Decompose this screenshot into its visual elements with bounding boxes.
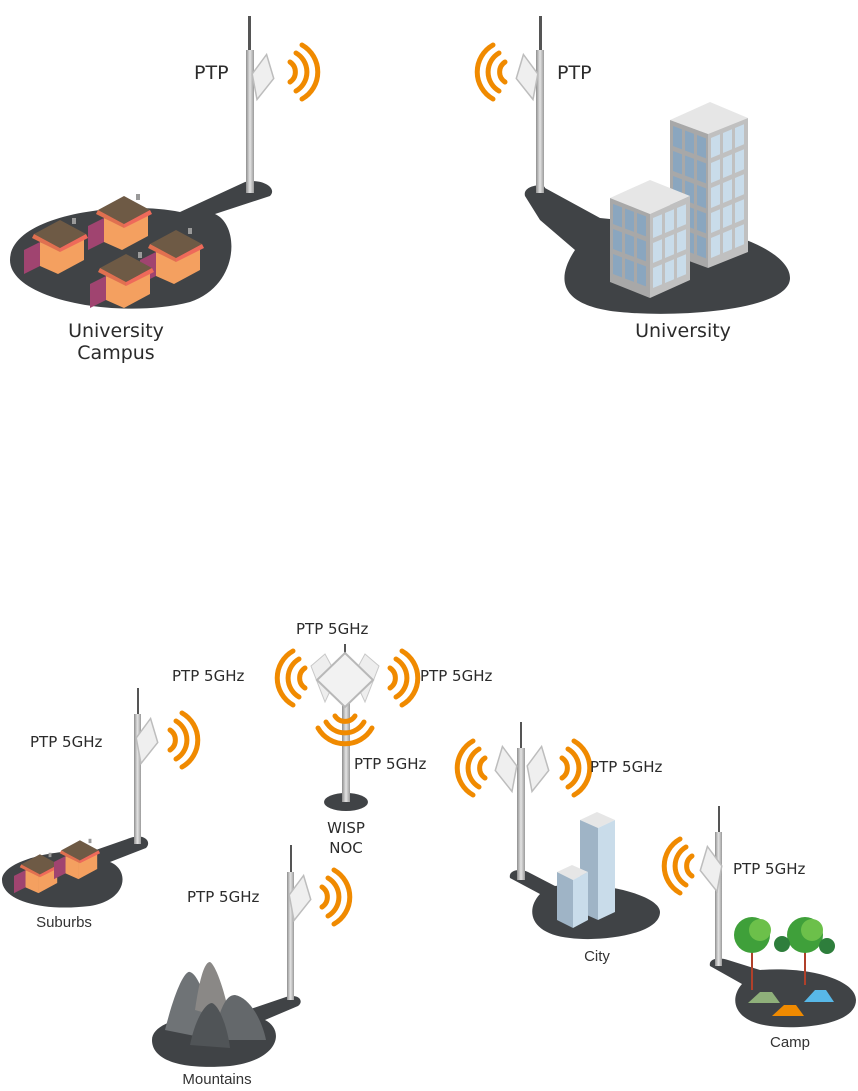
mountains-site [152, 845, 350, 1067]
signal-waves-icon [322, 870, 350, 924]
signal-waves-icon [457, 741, 485, 795]
site-label-campus: University Campus [68, 320, 164, 364]
window [625, 234, 634, 257]
window [677, 229, 686, 253]
window [637, 213, 646, 236]
hub-label: WISP NOC [327, 818, 365, 858]
window [711, 159, 720, 183]
link-label-hub-left: PTP 5GHz [172, 667, 244, 685]
window [735, 199, 744, 223]
window [723, 179, 732, 203]
hub-label-line2: NOC [327, 838, 365, 858]
antenna-pole [536, 50, 544, 193]
window [625, 259, 634, 282]
window [697, 160, 706, 183]
window [723, 204, 732, 228]
window [697, 185, 706, 208]
site-label-city: City [584, 948, 610, 965]
link-label-hub-bottom: PTP 5GHz [354, 755, 426, 773]
window [685, 156, 694, 179]
window [665, 259, 674, 283]
window [735, 174, 744, 198]
window [653, 239, 662, 263]
site-label-line1: University [68, 320, 164, 342]
link-label-hub-right: PTP 5GHz [420, 667, 492, 685]
site-label-line2: Campus [68, 342, 164, 364]
window [735, 149, 744, 173]
signal-waves-icon [290, 45, 318, 99]
window [673, 126, 682, 149]
window [711, 209, 720, 233]
window [711, 134, 720, 158]
antenna-panel-icon [522, 744, 553, 794]
link-label-hub-top: PTP 5GHz [296, 620, 368, 638]
suburbs-site [2, 688, 198, 908]
window [677, 254, 686, 278]
site-label-suburbs: Suburbs [36, 914, 92, 931]
window [697, 210, 706, 233]
window [711, 184, 720, 208]
window [735, 124, 744, 148]
university-site [477, 16, 790, 314]
sector-antenna-icon [311, 653, 379, 707]
antenna-pole [517, 748, 525, 880]
wisp-noc-hub [277, 644, 418, 811]
link-label-camp: PTP 5GHz [733, 860, 805, 878]
window [685, 131, 694, 154]
link-label-city: PTP 5GHz [590, 758, 662, 776]
window [637, 238, 646, 261]
window [673, 151, 682, 174]
antenna-pole [715, 832, 722, 966]
window [665, 209, 674, 233]
antenna-pole [342, 700, 350, 802]
antenna-panel-icon [696, 844, 727, 894]
window [665, 234, 674, 258]
camp-site [664, 806, 856, 1027]
window [613, 204, 622, 227]
window [711, 234, 720, 258]
window [697, 135, 706, 158]
link-label-mountains: PTP 5GHz [187, 888, 259, 906]
hub-label-line1: WISP [327, 818, 365, 838]
window [653, 264, 662, 288]
window [653, 214, 662, 238]
window [613, 254, 622, 277]
window [723, 229, 732, 253]
campus-site [10, 16, 318, 309]
window [735, 224, 744, 248]
signal-waves-icon [477, 45, 505, 99]
window [625, 209, 634, 232]
link-label-university: PTP [557, 62, 592, 84]
signal-waves-icon [664, 839, 692, 893]
window [723, 129, 732, 153]
site-label-mountains: Mountains [182, 1071, 251, 1088]
ground-shadow [710, 958, 856, 1027]
signal-waves-icon [277, 651, 305, 705]
site-label-camp: Camp [770, 1034, 810, 1051]
link-label-suburbs: PTP 5GHz [30, 733, 102, 751]
window [613, 229, 622, 252]
office-buildings-icon [557, 812, 615, 928]
signal-waves-icon [562, 741, 590, 795]
window [677, 204, 686, 228]
signal-waves-icon [170, 713, 198, 767]
window [723, 154, 732, 178]
city-site [457, 722, 660, 939]
link-label-campus: PTP [194, 62, 229, 84]
site-label-university: University [635, 320, 731, 342]
antenna-pole [246, 50, 254, 193]
window [697, 235, 706, 258]
window [637, 263, 646, 286]
signal-waves-icon [390, 651, 418, 705]
